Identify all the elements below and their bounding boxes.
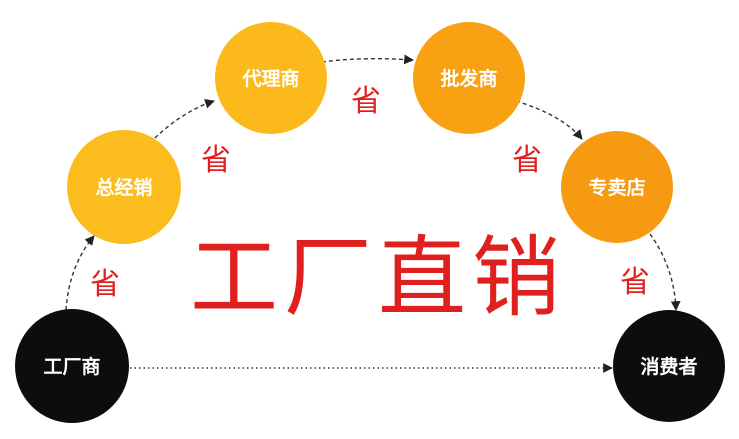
save-label-1: 省 — [90, 267, 120, 302]
save-label-4: 省 — [512, 143, 542, 178]
node-agent-label: 代理商 — [241, 67, 299, 90]
headline: 工厂直销 — [190, 226, 566, 329]
edge-general-to-agent — [149, 99, 215, 144]
node-consumer-label: 消费者 — [640, 355, 697, 378]
node-general-label: 总经销 — [95, 176, 152, 199]
edge-wholesaler-to-specialty — [515, 100, 583, 140]
edge-specialty-to-consumer — [649, 233, 681, 311]
save-label-3: 省 — [351, 84, 381, 119]
node-specialty-circle — [561, 131, 673, 243]
node-factory: 工厂商 — [15, 309, 129, 423]
save-label-5: 省 — [620, 265, 650, 300]
edge-agent-to-wholesaler — [321, 54, 414, 65]
node-agent-circle — [215, 22, 327, 134]
node-wholesaler-label: 批发商 — [440, 67, 497, 90]
edge-factory-to-general — [65, 235, 95, 311]
node-wholesaler-circle — [413, 22, 525, 134]
node-consumer-circle — [613, 310, 725, 422]
save-label-2: 省 — [201, 143, 231, 178]
node-factory-label: 工厂商 — [43, 355, 100, 378]
node-specialty-label: 专卖店 — [588, 176, 645, 199]
node-consumer: 消费者 — [613, 310, 725, 422]
node-agent: 代理商 — [215, 22, 327, 134]
node-specialty: 专卖店 — [561, 131, 673, 243]
node-factory-circle — [15, 309, 129, 423]
node-wholesaler: 批发商 — [413, 22, 525, 134]
node-general-circle — [67, 130, 181, 244]
node-general: 总经销 — [67, 130, 181, 244]
